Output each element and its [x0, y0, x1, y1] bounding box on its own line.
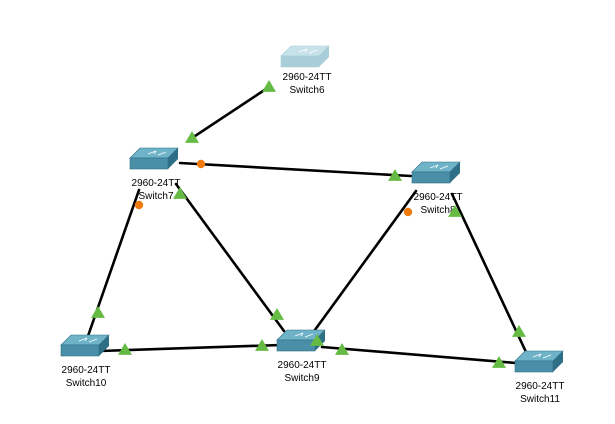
- switch-arrows: [147, 150, 167, 156]
- link-switch6-switch7[interactable]: [187, 85, 271, 142]
- port-blocking-indicator: [196, 159, 206, 169]
- device-model-label: 2960-24TT: [414, 192, 463, 203]
- port-up-indicator: [173, 187, 187, 199]
- port-up-indicator: [310, 334, 324, 346]
- device-name-label: Switch11: [520, 394, 560, 405]
- port-up-indicator: [118, 343, 132, 355]
- device-name-label: Switch7: [138, 191, 173, 202]
- switch-icon[interactable]: [129, 147, 179, 170]
- device-name-label: Switch8: [420, 205, 455, 216]
- port-up-indicator: [335, 343, 349, 355]
- switch-arrows: [78, 337, 98, 343]
- switch-arrows: [298, 48, 318, 54]
- device-name-label: Switch9: [284, 373, 319, 384]
- port-blocking-indicator: [134, 200, 144, 210]
- device-model-label: 2960-24TT: [516, 381, 565, 392]
- port-up-indicator: [388, 169, 402, 181]
- device-model-label: 2960-24TT: [283, 72, 332, 83]
- device-switch7[interactable]: 2960-24TT Switch7: [129, 147, 181, 202]
- port-up-indicator: [255, 339, 269, 351]
- device-model-label: 2960-24TT: [132, 178, 181, 189]
- switch-front-face: [280, 55, 320, 68]
- links-layer: [86, 85, 528, 365]
- device-switch8[interactable]: 2960-24TT Switch8: [411, 161, 463, 216]
- switch-front-face: [276, 339, 316, 352]
- switch-arrows: [429, 164, 449, 170]
- switch-side-face: [99, 335, 109, 356]
- device-switch9[interactable]: 2960-24TT Switch9: [276, 329, 327, 384]
- port-up-indicator: [185, 131, 199, 143]
- device-name-label: Switch6: [289, 85, 324, 96]
- link-switch8-switch11[interactable]: [450, 192, 528, 354]
- device-switch11[interactable]: 2960-24TT Switch11: [514, 350, 565, 405]
- port-up-indicator: [448, 205, 462, 217]
- link-switch7-switch9[interactable]: [174, 182, 286, 333]
- port-up-indicator: [492, 356, 506, 368]
- switch-icon[interactable]: [280, 45, 330, 68]
- link-switch7-switch8[interactable]: [178, 161, 413, 178]
- port-blocking-indicator: [403, 207, 413, 217]
- link-switch10-switch9[interactable]: [98, 343, 283, 353]
- device-model-label: 2960-24TT: [62, 365, 111, 376]
- switch-arrows: [294, 332, 314, 338]
- port-up-indicator: [270, 308, 284, 320]
- device-switch10[interactable]: 2960-24TT Switch10: [60, 334, 111, 389]
- switch-front-face: [129, 157, 169, 170]
- switch-icon[interactable]: [411, 161, 461, 184]
- link-switch9-switch11[interactable]: [320, 345, 518, 365]
- switch-arrows: [532, 353, 552, 359]
- switch-side-face: [168, 148, 178, 169]
- link-switch8-switch9[interactable]: [310, 189, 418, 336]
- switch-side-face: [319, 46, 329, 67]
- port-up-indicator: [91, 306, 105, 318]
- switch-icon[interactable]: [514, 350, 564, 373]
- port-up-indicator: [262, 80, 276, 92]
- device-name-label: Switch10: [66, 378, 107, 389]
- switch-front-face: [514, 360, 554, 373]
- switch-front-face: [411, 171, 451, 184]
- port-up-indicator: [512, 325, 526, 337]
- status-layer: [91, 80, 526, 368]
- device-switch6[interactable]: 2960-24TT Switch6: [280, 45, 332, 96]
- switch-side-face: [553, 351, 563, 372]
- device-model-label: 2960-24TT: [278, 360, 327, 371]
- switch-side-face: [450, 162, 460, 183]
- switch-front-face: [60, 344, 100, 357]
- switch-icon[interactable]: [60, 334, 110, 357]
